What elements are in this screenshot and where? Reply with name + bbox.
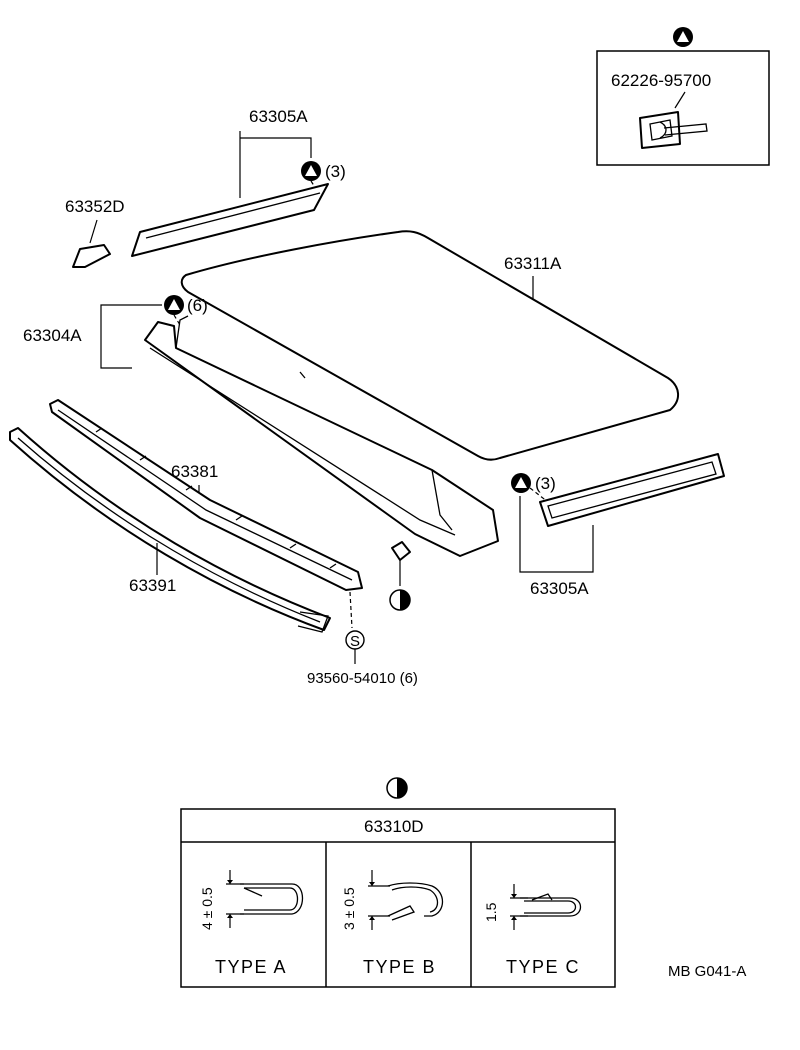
- label-molding-upper: 63305A: [249, 107, 308, 126]
- clip-63310d: [391, 541, 411, 586]
- type-c-profile: [510, 884, 582, 930]
- label-cover: 63352D: [65, 197, 125, 216]
- cover-piece: [72, 244, 111, 268]
- fastener-box: [596, 50, 770, 166]
- type-c-label: TYPE C: [506, 957, 580, 977]
- upper-molding: [131, 183, 329, 257]
- label-molding-side-qty: (3): [535, 474, 556, 493]
- triangle-in-circle-icon: [511, 473, 531, 493]
- label-molding-upper-qty: (3): [325, 162, 346, 181]
- type-b-profile: [368, 870, 444, 930]
- roof-panel: [180, 230, 679, 461]
- side-molding: [539, 453, 725, 527]
- label-retainer: 63381: [171, 462, 218, 481]
- label-screw: 93560-54010 (6): [307, 670, 418, 687]
- triangle-in-circle-icon: [301, 161, 321, 181]
- triangle-in-circle-icon: [164, 295, 184, 315]
- svg-text:S: S: [350, 633, 360, 650]
- label-rail-front: 63304A: [23, 326, 82, 345]
- type-b-dimension: 3 ± 0.5: [341, 887, 357, 930]
- type-b-label: TYPE B: [363, 957, 436, 977]
- type-a-profile: [226, 870, 304, 928]
- weatherstrip: [9, 427, 331, 633]
- label-roof-panel: 63311A: [504, 254, 562, 273]
- label-rail-front-qty: (6): [187, 296, 208, 315]
- type-c-dimension: 1.5: [483, 902, 499, 922]
- type-table: [180, 808, 616, 988]
- fastener-clip: [639, 111, 708, 149]
- drawing-code: MB G041-A: [668, 963, 746, 980]
- triangle-in-circle-icon: [673, 27, 693, 47]
- screw-symbol: S: [345, 630, 365, 650]
- label-fastener: 62226-95700: [611, 71, 711, 90]
- half-filled-circle-icon: [386, 777, 408, 799]
- type-a-dimension: 4 ± 0.5: [199, 887, 215, 930]
- label-weatherstrip: 63391: [129, 576, 176, 595]
- table-title: 63310D: [364, 817, 424, 836]
- half-filled-circle-icon: [389, 589, 411, 611]
- front-rail: [144, 315, 499, 557]
- type-a-label: TYPE A: [215, 957, 287, 977]
- label-molding-side: 63305A: [530, 579, 589, 598]
- retainer-strip: [49, 399, 363, 591]
